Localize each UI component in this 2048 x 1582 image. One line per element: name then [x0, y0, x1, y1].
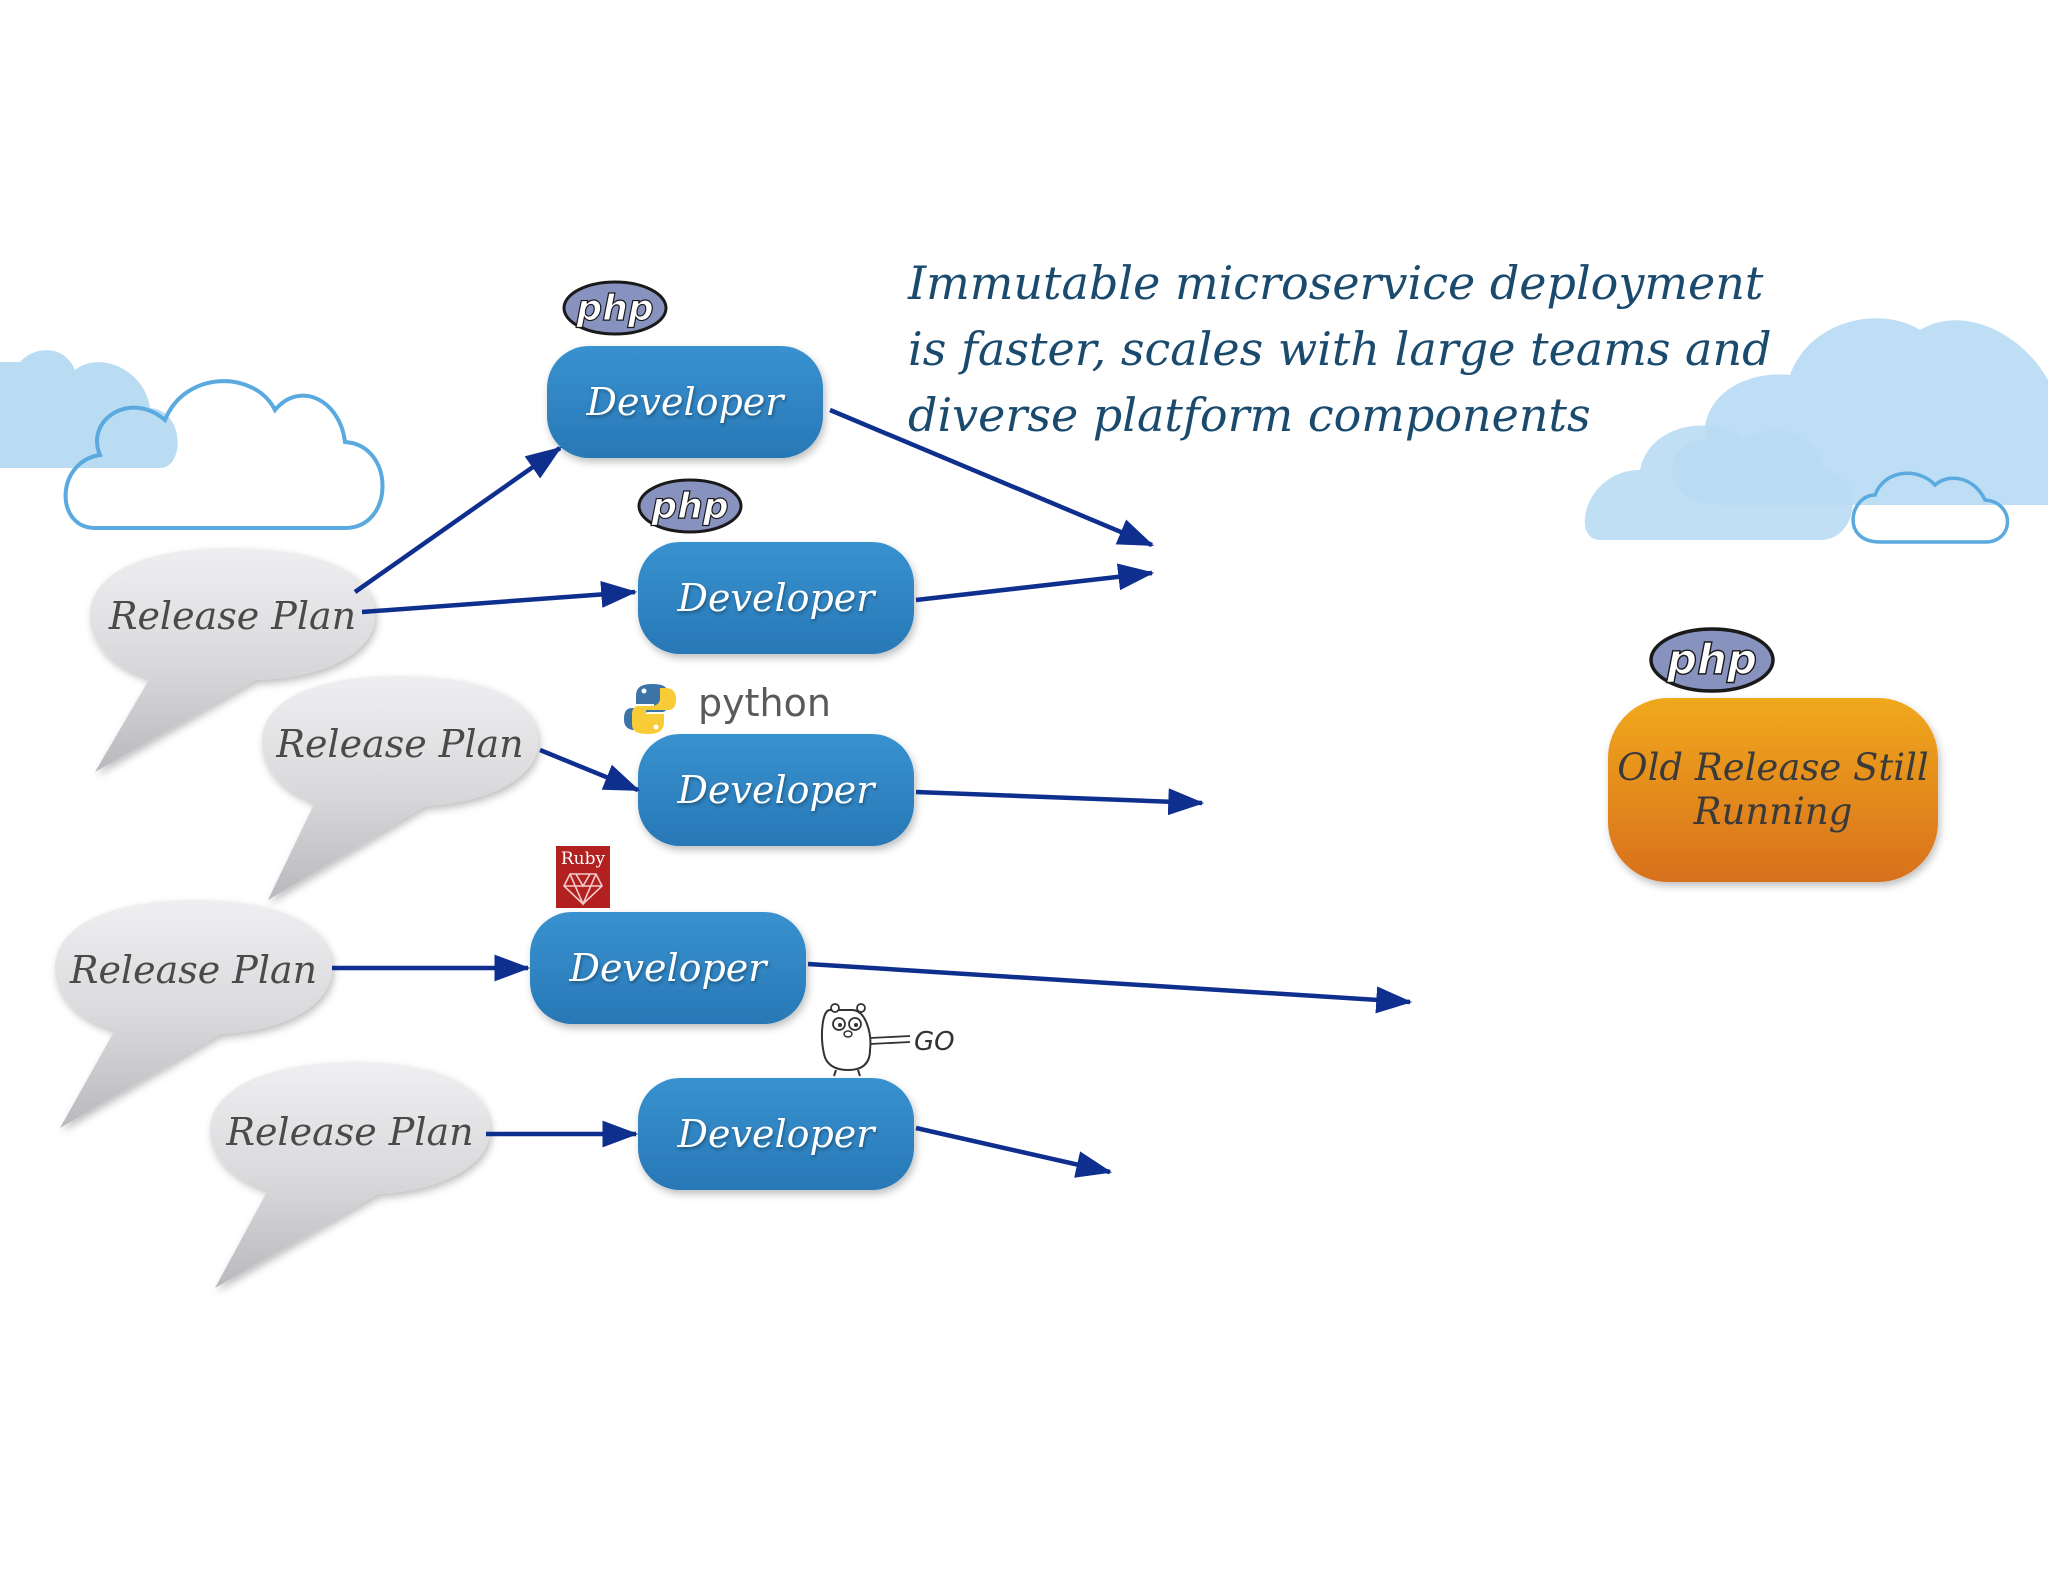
release-plan-label-3: Release Plan: [69, 948, 318, 992]
title-line-2: is faster, scales with large teams and: [908, 322, 1772, 376]
release-plan-bubble-4: [210, 1062, 490, 1288]
cloud-right-large: [1584, 318, 2048, 540]
release-plan-bubble-2: [262, 676, 538, 900]
python-logo-text: python: [698, 681, 831, 725]
developer-box-3: [638, 734, 914, 846]
arrow-dev2-out: [915, 563, 1155, 603]
developer-label-3: Developer: [677, 768, 875, 812]
arrow-dev5-out: [915, 1125, 1113, 1178]
php-logo-text: php: [650, 486, 728, 527]
release-plan-label-2: Release Plan: [276, 722, 524, 766]
arrow-dev1-out: [829, 407, 1155, 548]
title-line-3: diverse platform components: [908, 388, 1591, 442]
php-logo-icon: php: [637, 478, 743, 534]
arrow-plan1-to-dev1: [353, 446, 562, 594]
title-line-1: Immutable microservice deployment: [908, 256, 1764, 310]
developer-label-5: Developer: [677, 1112, 875, 1156]
developer-box-5: [638, 1078, 914, 1190]
release-plan-bubble-1: [90, 548, 375, 772]
php-logo-text: php: [1666, 635, 1757, 684]
release-plan-label-1: Release Plan: [108, 594, 357, 638]
developer-box-4: [530, 912, 806, 1024]
arrow-plan2-to-dev3: [539, 747, 641, 793]
slide-title: Immutable microservice deployment is fas…: [908, 250, 1808, 448]
cloud-left-outline: [63, 379, 385, 530]
developer-label-4: Developer: [569, 946, 767, 990]
php-logo-text: php: [575, 288, 653, 329]
arrow-plan1-to-dev2: [361, 581, 638, 615]
python-logo-icon: python: [624, 681, 831, 734]
go-logo-text: GO: [914, 1027, 955, 1057]
cloud-left-filled: [0, 350, 178, 468]
ruby-logo-text: Ruby: [561, 849, 606, 869]
ruby-logo-icon: Ruby: [556, 846, 610, 908]
developer-label-1: Developer: [586, 380, 784, 424]
arrow-dev4-out: [807, 961, 1413, 1014]
go-gopher-icon: GO: [821, 1003, 955, 1077]
old-release-box: [1608, 698, 1938, 882]
developer-box-2: [638, 542, 914, 654]
arrows: [332, 407, 1413, 1178]
developer-box-1: [547, 346, 823, 458]
release-plan-bubble-3: [55, 900, 332, 1128]
old-release-line-1: Old Release Still: [1617, 746, 1929, 789]
old-release-line-2: Running: [1693, 790, 1853, 833]
release-plan-label-4: Release Plan: [226, 1110, 474, 1154]
developer-label-2: Developer: [677, 576, 875, 620]
cloud-right-outline: [1851, 471, 2010, 544]
php-logo-icon: php: [562, 280, 668, 336]
arrow-dev3-out: [915, 788, 1205, 816]
php-logo-icon: php: [1649, 627, 1775, 693]
old-release-label: Old Release Still Running: [1608, 698, 1938, 882]
